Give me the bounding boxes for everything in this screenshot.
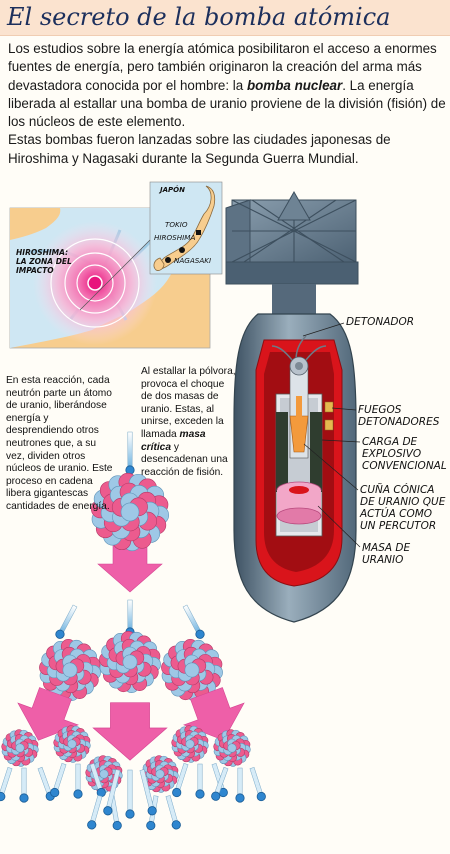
neutron [89,763,106,798]
intro-text-part: Los estudios sobre la energía atómica po… [8,41,437,93]
country-label: JAPÓN [160,186,185,194]
label-detonador: DETONADOR [346,316,415,328]
explosion-note-text: Al estallar la pólvora, provoca el choqu… [141,366,236,440]
uranium-nucleus [141,755,179,793]
neutron [73,763,83,799]
neutron [195,763,205,799]
neutron [125,769,135,819]
uranium-nucleus [171,725,209,763]
label-masa-uranio: MASA DE URANIO [362,542,411,566]
neutron [19,767,29,803]
label-fuegos-detonadores: FUEGOS DETONADORES [358,404,440,428]
uranium-nucleus [39,639,101,701]
neutron [103,769,121,816]
uranium-nucleus [90,472,170,552]
explosion-note-text: y desencadenan una reacción de fisión. [141,441,228,478]
neutron [235,767,245,803]
title-banner: El secreto de la bomba atómica [0,0,450,36]
label-carga-explosiva: CARGA DE EXPLOSIVO CONVENCIONAL [362,436,447,472]
neutron [139,769,157,816]
diagram-illustration [9,181,361,641]
city-label-nagasaki: NAGASAKI [174,256,212,265]
critical-mass-term: masa crítica [141,428,206,453]
nucleus-clusters [0,472,266,831]
explosion-note: Al estallar la pólvora, provoca el choqu… [141,366,237,479]
neutron [87,795,103,830]
hiroshima-marker [179,247,185,253]
bomb-illustration [225,190,359,623]
split-arrow-icon [92,702,168,761]
intro-emphasis: bomba nuclear [246,77,343,93]
japan-inset-map [149,181,223,275]
uranium-nucleus [99,631,161,693]
split-arrow-icon [183,687,245,741]
neutron [50,763,67,798]
neutron [249,767,266,802]
chain-reaction-note: En esta reacción, cada neutrón parte un … [6,375,113,512]
bomb-diagram: HIROSHIMA: LA ZONA DEL IMPACTO JAPÓN TOK… [0,170,450,849]
impact-zone-label: HIROSHIMA: LA ZONA DEL IMPACTO [16,248,72,275]
city-label-tokio: TOKIO [165,220,188,229]
neutron [172,763,189,798]
uranium-nucleus [213,729,251,767]
hiroshima-map [9,207,211,349]
uranium-nucleus [161,639,223,701]
impact-point-icon [87,275,103,291]
uranium-nucleus [53,725,91,763]
page-title: El secreto de la bomba atómica [7,3,391,31]
neutron [0,767,13,802]
label-cuna-conica: CUÑA CÓNICA DE URANIO QUE ACTÚA COMO UN … [360,484,446,532]
nagasaki-marker [165,257,171,263]
uranium-nucleus [1,729,39,767]
intro-paragraph-2: Estas bombas fueron lanzadas sobre las c… [8,132,391,166]
intro-paragraph-1: Los estudios sobre la energía atómica po… [8,40,446,131]
neutron [211,766,229,801]
intro-text: Los estudios sobre la energía atómica po… [8,40,446,168]
intro-text-part: . La energía liberada al estallar una bo… [8,77,446,130]
city-label-hiroshima: HIROSHIMA [154,233,196,242]
neutron [165,795,181,830]
tokio-marker [196,230,201,235]
